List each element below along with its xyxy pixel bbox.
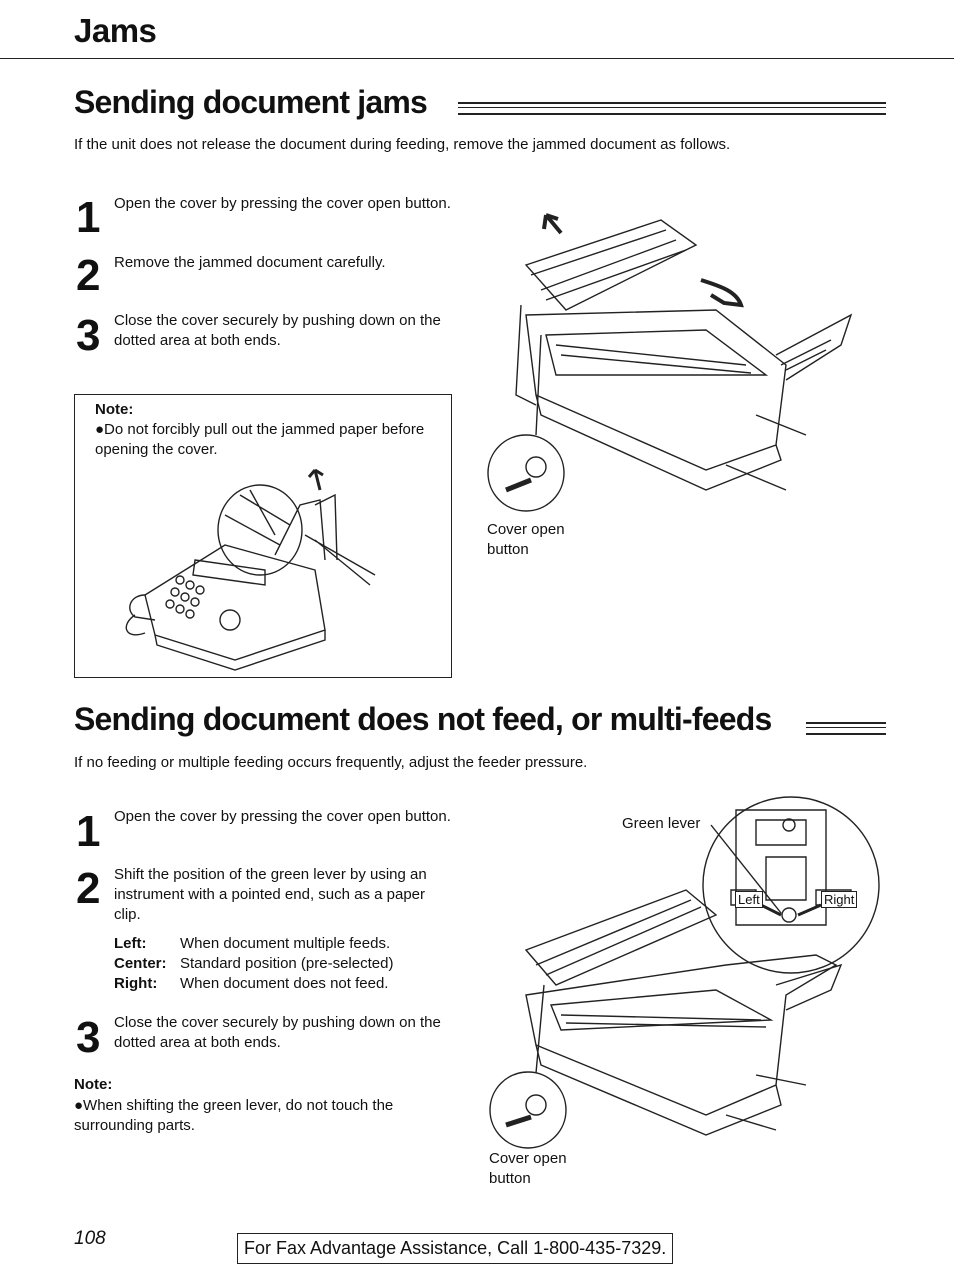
fax-cover-open-illustration [487,213,853,512]
section1-title: Sending document jams [74,84,428,120]
section2-intro: If no feeding or multiple feeding occurs… [74,754,588,771]
s1-step3-text: Close the cover securely by pushing down… [114,312,441,349]
lever-right-label: Right [821,891,858,908]
green-lever-label: Green lever [622,815,701,832]
s1-caption-line2: button [487,541,529,558]
option-right-text: When document does not feed. [180,975,389,992]
s2-step1-number: 1 [76,807,101,856]
s2-caption-line2: button [489,1170,531,1187]
s2-step2-text: Shift the position of the green lever by… [114,866,427,923]
assistance-box: For Fax Advantage Assistance, Call 1-800… [237,1233,674,1264]
s2-note-heading: Note: [74,1076,113,1093]
s2-step3-number: 3 [76,1013,101,1062]
s1-note-heading: Note: [95,401,134,418]
s2-step1-text: Open the cover by pressing the cover ope… [114,808,451,825]
option-center-text: Standard position (pre-selected) [180,955,394,972]
section2-title-rule [806,722,886,735]
s1-caption-line1: Cover open [487,521,565,538]
s1-step1-text: Open the cover by pressing the cover ope… [114,195,451,212]
chapter-title: Jams [74,12,157,49]
lever-left-label: Left [735,891,763,908]
s1-note-text: ●Do not forcibly pull out the jammed pap… [95,421,425,458]
section1-intro: If the unit does not release the documen… [74,136,731,153]
page-number: 108 [74,1228,106,1249]
s1-step2-text: Remove the jammed document carefully. [114,254,386,271]
chapter-rule [0,58,954,59]
option-center-label: Center: [114,955,167,972]
s2-note-text: ●When shifting the green lever, do not t… [74,1097,394,1134]
s1-note-box: Note: ●Do not forcibly pull out the jamm… [74,394,452,678]
s2-option-center: Center: Standard position (pre-selected) [114,954,393,974]
section2-title: Sending document does not feed, or multi… [74,701,772,737]
s1-step3-number: 3 [76,311,101,360]
s2-caption-line1: Cover open [489,1150,567,1167]
s1-step2-number: 2 [76,251,101,300]
fax-handset-illustration [125,468,376,671]
option-right-label: Right: [114,975,158,992]
option-left-text: When document multiple feeds. [180,935,391,952]
section1-title-rule [458,102,886,115]
s2-step2-number: 2 [76,864,101,913]
option-left-label: Left: [114,935,147,952]
s2-step3-text: Close the cover securely by pushing down… [114,1014,441,1051]
s2-option-left: Left: When document multiple feeds. [114,934,390,954]
fax-green-lever-illustration [489,796,880,1149]
s2-option-right: Right: When document does not feed. [114,974,388,994]
s1-step1-number: 1 [76,193,101,242]
